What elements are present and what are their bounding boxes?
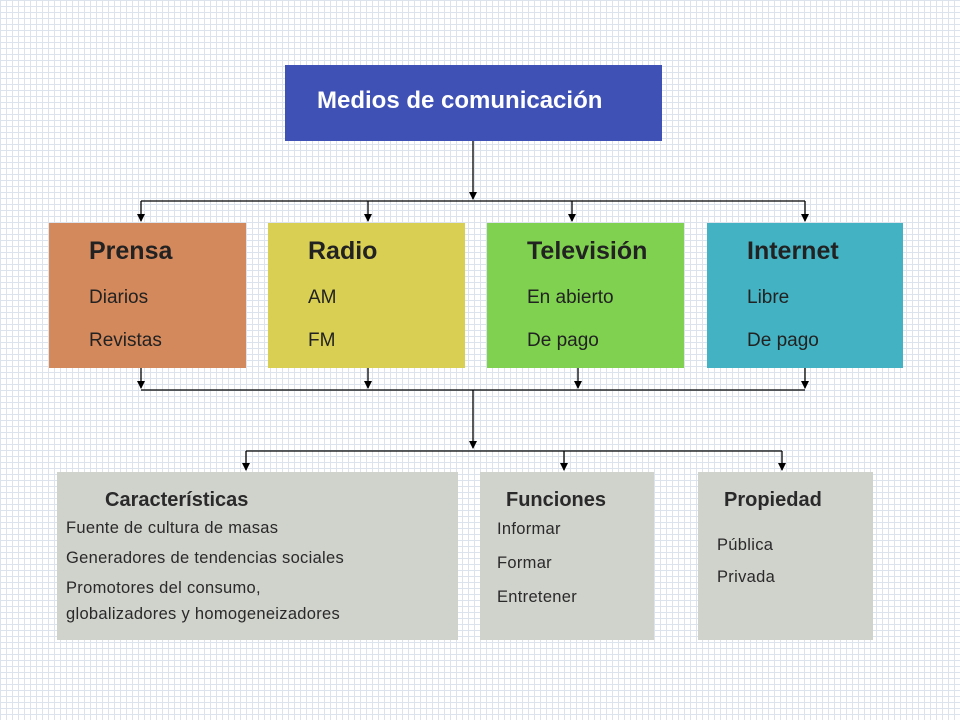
- node-internet-title: Internet: [747, 237, 839, 265]
- node-television: Televisión En abierto De pago: [487, 223, 684, 368]
- node-funciones-item: Entretener: [497, 588, 578, 606]
- node-radio: Radio AM FM: [268, 223, 465, 368]
- node-caracteristicas-title: Características: [105, 489, 249, 511]
- node-radio-item: AM: [308, 287, 337, 308]
- node-propiedad-item: Privada: [717, 568, 776, 586]
- node-internet-item: Libre: [747, 287, 790, 308]
- node-funciones-title: Funciones: [506, 489, 607, 511]
- node-funciones: Funciones Informar Formar Entretener: [480, 472, 654, 640]
- node-television-title: Televisión: [527, 237, 648, 265]
- node-caracteristicas-item: Fuente de cultura de masas: [66, 519, 279, 537]
- node-internet-item: De pago: [747, 330, 819, 351]
- node-propiedad-title: Propiedad: [724, 489, 822, 511]
- root-node: Medios de comunicación: [285, 65, 662, 141]
- node-propiedad-item: Pública: [717, 536, 774, 554]
- node-propiedad: Propiedad Pública Privada: [698, 472, 873, 640]
- node-caracteristicas-item: Promotores del consumo,: [66, 579, 261, 597]
- root-title: Medios de comunicación: [317, 87, 603, 114]
- node-television-item: En abierto: [527, 287, 614, 308]
- node-prensa-item: Revistas: [89, 330, 162, 351]
- node-internet: Internet Libre De pago: [707, 223, 903, 368]
- node-radio-title: Radio: [308, 237, 378, 265]
- node-funciones-item: Informar: [497, 520, 561, 538]
- node-radio-item: FM: [308, 330, 336, 351]
- node-caracteristicas-item: Generadores de tendencias sociales: [66, 549, 345, 567]
- node-prensa-title: Prensa: [89, 237, 173, 265]
- node-caracteristicas-item: globalizadores y homogeneizadores: [66, 605, 341, 623]
- node-funciones-item: Formar: [497, 554, 552, 572]
- node-caracteristicas: Características Fuente de cultura de mas…: [57, 472, 458, 640]
- node-prensa: Prensa Diarios Revistas: [49, 223, 246, 368]
- node-prensa-item: Diarios: [89, 287, 149, 308]
- node-television-item: De pago: [527, 330, 599, 351]
